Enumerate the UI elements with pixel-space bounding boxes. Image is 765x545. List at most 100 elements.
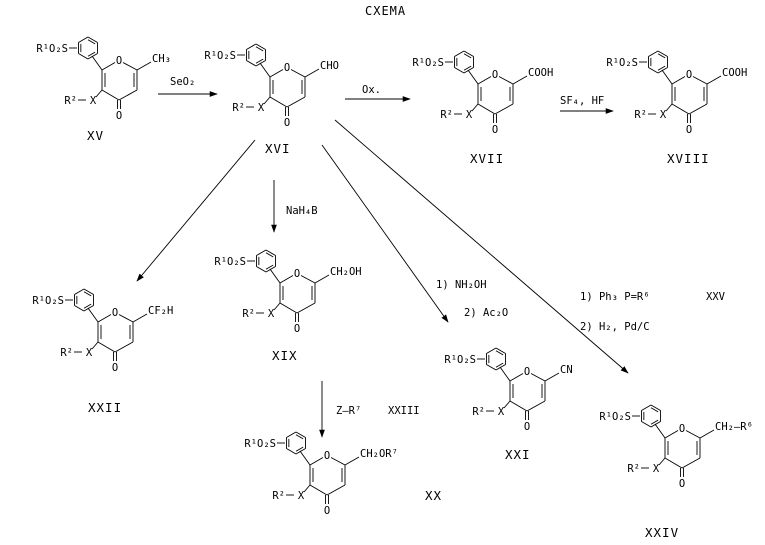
bond — [331, 458, 345, 466]
compound-xvi: OOCHOXR²R¹O₂S — [204, 44, 339, 129]
carbonyl-oxygen: O — [679, 478, 685, 490]
label-xv: XV — [87, 128, 104, 143]
reagent-seo2: SeO₂ — [170, 76, 195, 88]
r1-sulfonyl-substituent: R¹O₂S — [36, 43, 68, 55]
bond — [659, 458, 665, 465]
bond — [286, 449, 296, 455]
hetero-atom-x: X — [498, 406, 505, 418]
compound-xx: OOCH₂OR⁷XR²R¹O₂S — [244, 432, 398, 517]
compound-xxii: OOCF₂HXR²R¹O₂S — [32, 289, 173, 374]
bond — [264, 97, 270, 104]
bond — [246, 61, 256, 67]
bond — [499, 77, 513, 85]
r2-substituent: R² — [440, 109, 453, 121]
reagent-h2-pdc: 2) H₂, Pd/C — [580, 321, 650, 333]
scheme-title: CXEMA — [365, 4, 406, 18]
r2-substituent: R² — [627, 463, 640, 475]
bond — [662, 70, 672, 84]
label-xviii: XVIII — [667, 151, 710, 166]
bond — [297, 303, 315, 313]
bond — [513, 76, 527, 84]
hetero-atom-x: X — [90, 95, 97, 107]
ring-oxygen: O — [112, 307, 118, 319]
bond — [478, 104, 495, 114]
bond — [527, 401, 545, 411]
bond — [648, 51, 658, 57]
r1-sulfonyl-substituent: R¹O₂S — [244, 438, 276, 450]
r2-substituent: R² — [272, 490, 285, 502]
bond — [286, 432, 296, 438]
reagent-ox: Ox. — [362, 84, 381, 96]
bond — [274, 303, 280, 310]
label-xix: XIX — [272, 348, 298, 363]
bond — [310, 458, 323, 466]
bond — [496, 348, 506, 354]
bond — [464, 68, 474, 74]
reagent-xxiii: XXIII — [388, 405, 420, 417]
hetero-atom-x: X — [466, 109, 473, 121]
bond — [666, 104, 672, 111]
bond — [486, 365, 496, 371]
bond — [655, 424, 665, 438]
bond — [665, 458, 682, 468]
r1-sulfonyl-substituent: R¹O₂S — [599, 411, 631, 423]
r2-substituent: R² — [60, 347, 73, 359]
r1-sulfonyl-substituent: R¹O₂S — [606, 57, 638, 69]
bond — [280, 276, 293, 284]
bond — [88, 54, 98, 60]
carbonyl-oxygen: O — [324, 505, 330, 517]
carbonyl-oxygen: O — [686, 124, 692, 136]
bond — [92, 56, 102, 70]
bond — [78, 37, 88, 43]
r2-substituent: R² — [242, 308, 255, 320]
ring-oxygen: O — [524, 366, 530, 378]
bond — [256, 250, 266, 256]
bond — [682, 458, 700, 468]
bond — [260, 63, 270, 77]
label-xvii: XVII — [470, 151, 504, 166]
r1-sulfonyl-substituent: R¹O₂S — [412, 57, 444, 69]
hetero-atom-x: X — [298, 490, 305, 502]
r2-substituent: R² — [472, 406, 485, 418]
bond — [246, 44, 256, 50]
bond — [672, 104, 689, 114]
reagent-zr7: Z–R⁷ — [336, 405, 361, 417]
bond — [641, 422, 651, 428]
compound-xxiv: OOCH₂–R⁶XR²R¹O₂S — [599, 405, 753, 490]
label-xx: XX — [425, 488, 442, 503]
ring-oxygen: O — [294, 268, 300, 280]
hetero-atom-x: X — [86, 347, 93, 359]
c2-substituent: COOH — [528, 67, 553, 79]
r1-sulfonyl-substituent: R¹O₂S — [204, 50, 236, 62]
bond — [304, 485, 310, 492]
bond — [468, 70, 478, 84]
bond — [266, 250, 276, 256]
bond — [88, 37, 98, 43]
bond — [133, 314, 147, 322]
bond — [686, 431, 700, 439]
bond — [256, 267, 266, 273]
reagent-xxv: XXV — [706, 291, 726, 303]
bond — [672, 77, 685, 85]
label-xxii: XXII — [88, 400, 122, 415]
bond — [88, 308, 98, 322]
bond — [472, 104, 478, 111]
bond — [651, 405, 661, 411]
bond — [78, 54, 88, 60]
bond — [119, 90, 137, 100]
c2-substituent: CH₂OR⁷ — [360, 448, 398, 460]
reagent-sf4-hf: SF₄, HF — [560, 95, 604, 107]
bond — [300, 451, 310, 465]
bond — [700, 430, 714, 438]
bond — [464, 51, 474, 57]
carbonyl-oxygen: O — [492, 124, 498, 136]
bond — [315, 275, 329, 283]
bond — [693, 77, 707, 85]
bond — [270, 97, 287, 107]
bond — [301, 276, 315, 284]
bond — [119, 315, 133, 323]
bond — [115, 342, 133, 352]
r2-substituent: R² — [634, 109, 647, 121]
bond — [504, 401, 510, 408]
